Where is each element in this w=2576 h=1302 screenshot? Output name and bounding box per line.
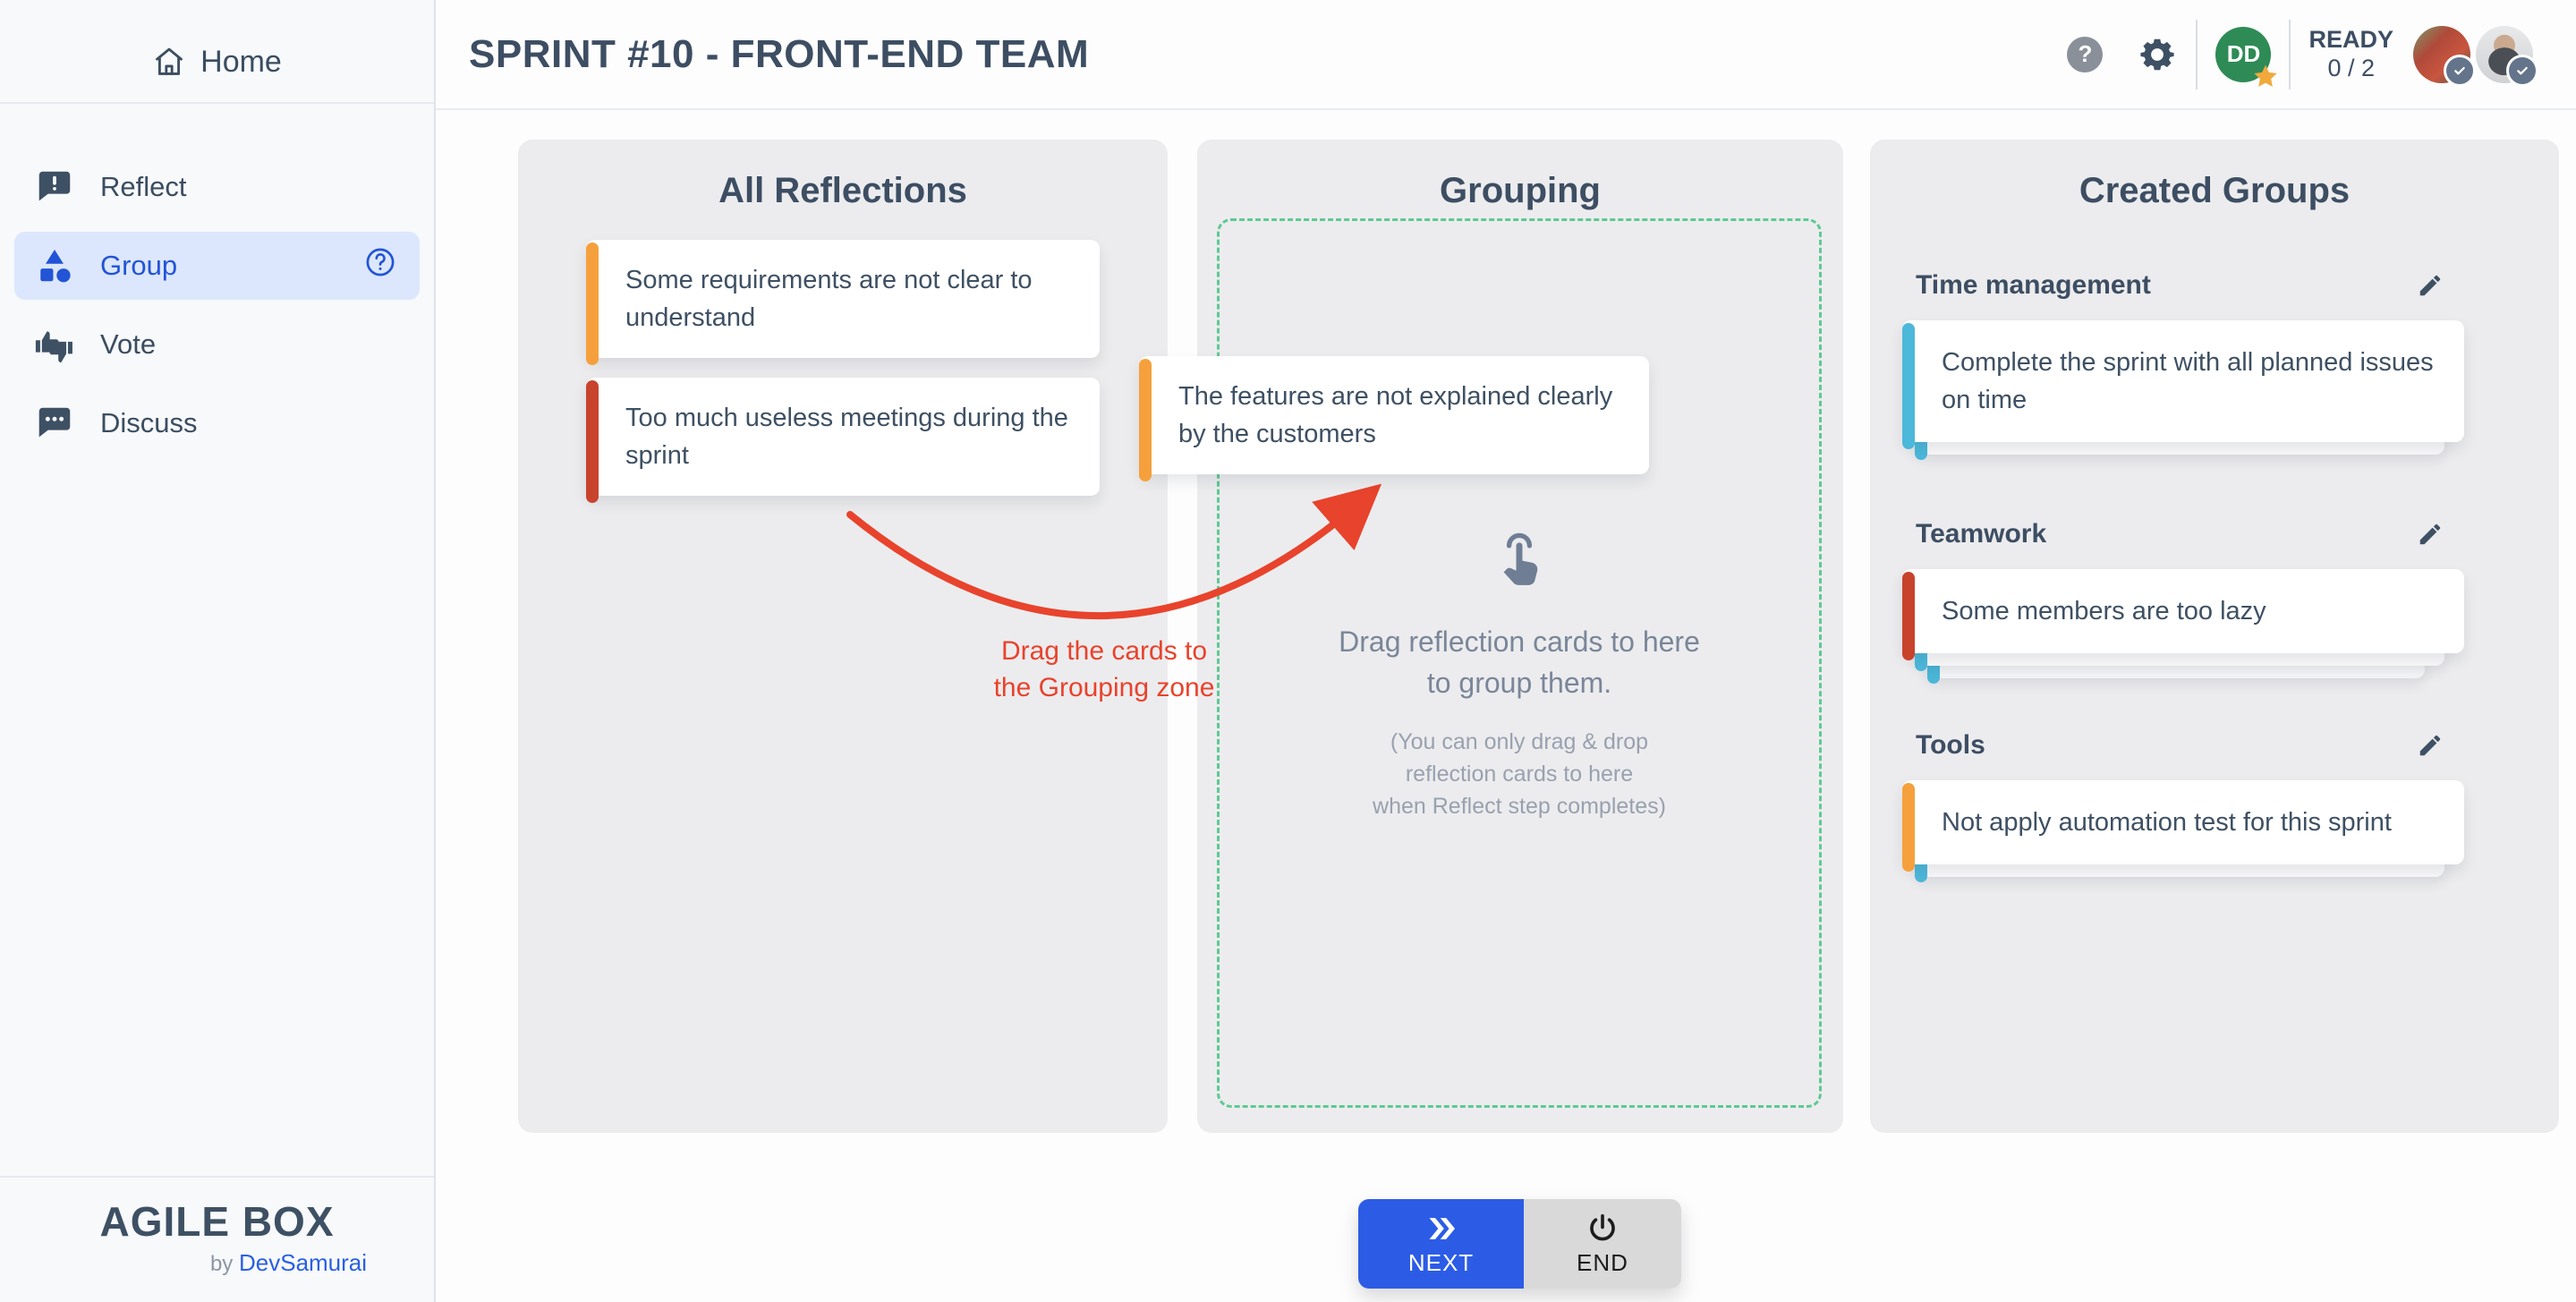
sidebar-divider — [0, 102, 434, 104]
group-name: Tools — [1916, 730, 1985, 761]
devsamurai-link[interactable]: DevSamurai — [238, 1249, 368, 1276]
group-card-text: Complete the sprint with all planned iss… — [1942, 348, 2434, 415]
user-initials: DD — [2226, 40, 2261, 67]
app-logo: AGILE BOX — [99, 1198, 335, 1245]
drop-hint-line1: Drag reflection cards to here — [1339, 625, 1700, 658]
card-color-bar — [1902, 572, 1915, 661]
header-divider — [2289, 19, 2291, 89]
step-controls: NEXT END — [1358, 1199, 1681, 1289]
gear-icon — [2140, 38, 2175, 70]
next-label: NEXT — [1407, 1248, 1475, 1276]
panel-created-groups: Created Groups Time management — [1870, 140, 2559, 1133]
sidebar-item-label: Group — [100, 250, 178, 281]
reflection-card[interactable]: Too much useless meetings during the spr… — [586, 378, 1100, 504]
panel-title: Grouping — [1440, 171, 1601, 210]
member-avatar-1[interactable] — [2413, 25, 2476, 87]
drop-hint-note: (You can only drag & drop reflection car… — [1373, 728, 1666, 820]
reflection-card-text: The features are not explained clearly b… — [1178, 382, 1613, 449]
group-tools: Tools Not apply automation test for this… — [1902, 730, 2464, 883]
vote-icon — [35, 331, 72, 363]
group-card-text: Some members are too lazy — [1942, 597, 2266, 626]
sidebar: Home Reflect Group — [0, 0, 436, 1302]
sidebar-home-link[interactable]: Home — [0, 30, 434, 93]
edit-group-button[interactable] — [2417, 521, 2444, 548]
group-icon — [40, 249, 71, 283]
page-title: SPRINT #10 - FRONT-END TEAM — [469, 31, 1090, 76]
ready-count: 0 / 2 — [2327, 54, 2376, 81]
end-button[interactable]: END — [1524, 1199, 1681, 1289]
home-label: Home — [200, 44, 282, 79]
edit-group-button[interactable] — [2417, 732, 2444, 759]
pencil-icon — [2419, 735, 2441, 756]
panel-all-reflections: All Reflections Some requirements are no… — [518, 140, 1168, 1133]
panel-title: All Reflections — [718, 171, 967, 210]
main-area: SPRINT #10 - FRONT-END TEAM ? DD — [436, 0, 2576, 1302]
ready-status: READY 0 / 2 — [2308, 26, 2393, 81]
power-icon — [1590, 1213, 1615, 1240]
group-teamwork: Teamwork Some members are too lazy — [1902, 519, 2464, 685]
hand-tap-icon — [1485, 532, 1553, 597]
card-color-bar — [1139, 359, 1152, 482]
member-avatar-2[interactable] — [2476, 25, 2538, 87]
panel-grouping: Grouping Drag reflection cards to here t… — [1197, 140, 1843, 1133]
settings-button[interactable] — [2137, 34, 2178, 75]
discuss-icon — [38, 407, 71, 438]
group-card[interactable]: Not apply automation test for this sprin… — [1902, 780, 2464, 872]
pencil-icon — [2419, 523, 2441, 545]
sidebar-item-discuss[interactable]: Discuss — [14, 389, 420, 457]
group-time-management: Time management Complete the sprint with… — [1902, 270, 2464, 461]
help-icon: ? — [2078, 40, 2093, 67]
home-icon — [156, 47, 183, 75]
board: All Reflections Some requirements are no… — [436, 110, 2576, 1300]
star-icon — [2254, 64, 2278, 87]
pencil-icon — [2419, 275, 2441, 296]
header-divider — [2196, 19, 2198, 89]
group-help-icon[interactable] — [364, 246, 396, 285]
reflection-card-text: Some requirements are not clear to under… — [625, 266, 1033, 333]
sidebar-item-vote[interactable]: Vote — [14, 311, 420, 379]
group-card[interactable]: Some members are too lazy — [1902, 569, 2464, 661]
drag-annotation: Drag the cards to the Grouping zone — [993, 636, 1215, 702]
card-color-bar — [1902, 783, 1915, 872]
group-card-text: Not apply automation test for this sprin… — [1942, 808, 2392, 838]
group-name: Time management — [1916, 270, 2151, 300]
header: SPRINT #10 - FRONT-END TEAM ? DD — [436, 0, 2576, 110]
sidebar-footer: AGILE BOX by DevSamurai — [0, 1176, 434, 1302]
grouping-drop-zone[interactable]: Drag reflection cards to here to group t… — [1217, 218, 1822, 1108]
sidebar-item-label: Discuss — [100, 407, 198, 438]
reflect-icon — [38, 171, 71, 201]
check-badge-icon — [2506, 54, 2538, 87]
sidebar-item-label: Vote — [100, 328, 157, 360]
reflection-card-text: Too much useless meetings during the spr… — [625, 404, 1068, 471]
group-card[interactable]: Complete the sprint with all planned iss… — [1902, 320, 2464, 450]
reflection-card[interactable]: Some requirements are not clear to under… — [586, 240, 1100, 366]
panel-title: Created Groups — [2079, 171, 2351, 210]
double-chevron-icon — [1429, 1217, 1455, 1239]
current-user-avatar[interactable]: DD — [2215, 26, 2278, 87]
sidebar-nav: Reflect Group — [0, 104, 434, 457]
card-color-bar — [1902, 323, 1915, 450]
sidebar-item-group[interactable]: Group — [14, 232, 420, 300]
sidebar-item-reflect[interactable]: Reflect — [14, 153, 420, 221]
end-label: END — [1577, 1248, 1628, 1276]
drop-hint-line2: to group them. — [1426, 667, 1612, 700]
sidebar-item-label: Reflect — [100, 171, 187, 202]
ready-label: READY — [2308, 26, 2393, 54]
card-color-bar — [586, 243, 599, 366]
header-actions: ? DD READY 0 / 2 — [2067, 19, 2576, 89]
next-button[interactable]: NEXT — [1358, 1199, 1524, 1289]
card-color-bar — [586, 380, 599, 504]
dragged-reflection-card[interactable]: The features are not explained clearly b… — [1139, 356, 1649, 482]
group-name: Teamwork — [1916, 519, 2047, 549]
edit-group-button[interactable] — [2417, 272, 2444, 299]
help-button[interactable]: ? — [2067, 36, 2104, 72]
logo-byline: by DevSamurai — [209, 1249, 368, 1276]
check-badge-icon — [2444, 54, 2476, 87]
